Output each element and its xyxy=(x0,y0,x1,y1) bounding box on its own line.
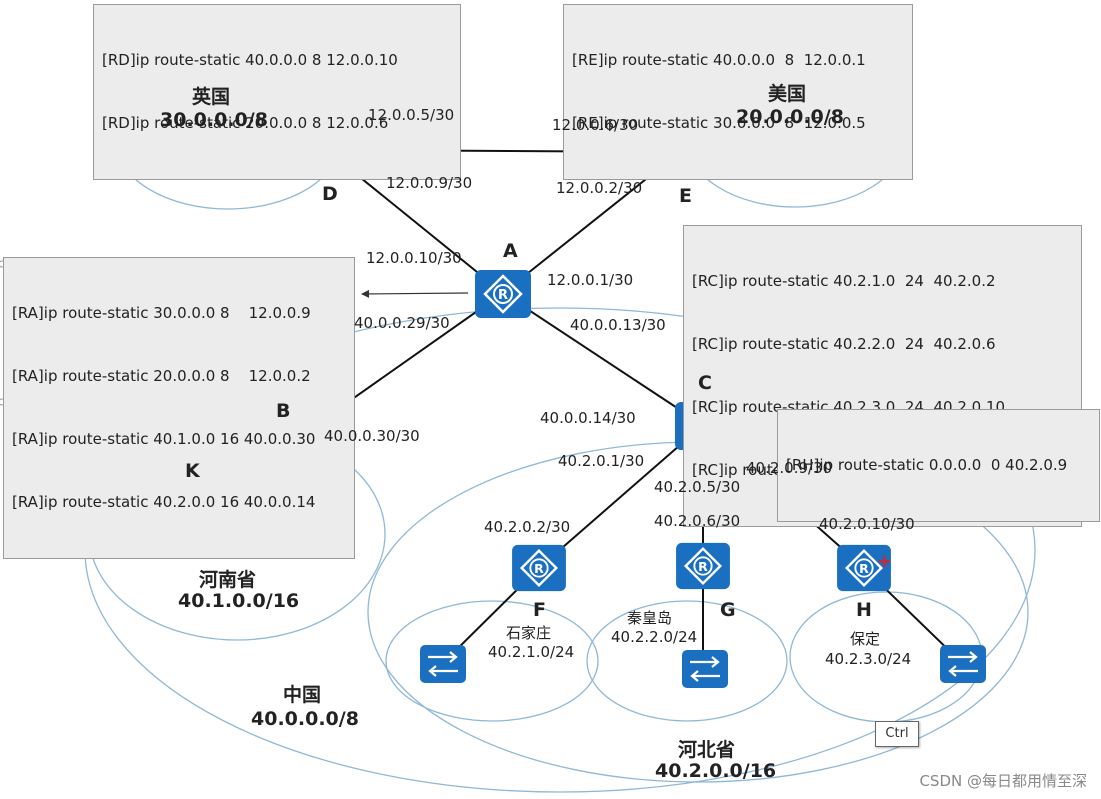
config-line: [RE]ip route-static 40.0.0.0 8 12.0.0.1 xyxy=(572,51,866,69)
node-label-k: K xyxy=(185,460,200,482)
link-label: 40.2.0.6/30 xyxy=(654,512,741,530)
config-line: [RC]ip route-static 40.2.1.0 24 40.2.0.2 xyxy=(692,272,996,290)
router-f-icon[interactable]: R xyxy=(509,543,569,593)
config-line: [RA]ip route-static 30.0.0.0 8 12.0.0.9 xyxy=(12,304,311,322)
node-label-f: F xyxy=(533,599,546,621)
switch-glyph xyxy=(940,645,986,683)
link-label: 12.0.0.9/30 xyxy=(386,174,473,192)
config-line: [RH]ip route-static 0.0.0.0 0 40.2.0.9 xyxy=(786,456,1068,474)
region-sjz-net: 40.2.1.0/24 xyxy=(488,643,575,661)
link-label: 40.2.0.9/30 xyxy=(746,459,833,477)
link-label: 12.0.0.5/30 xyxy=(368,106,455,124)
region-qhd-ellipse xyxy=(586,600,788,722)
config-line: [RC]ip route-static 40.2.2.0 24 40.2.0.6 xyxy=(692,335,996,353)
link-label: 40.2.0.1/30 xyxy=(558,452,645,470)
config-line: [RA]ip route-static 20.0.0.0 8 12.0.0.2 xyxy=(12,367,311,385)
router-glyph: R xyxy=(512,544,566,592)
node-label-b: B xyxy=(276,400,291,422)
region-bd-net: 40.2.3.0/24 xyxy=(825,650,912,668)
region-china-name: 中国 xyxy=(283,684,322,706)
link-label: 40.0.0.30/30 xyxy=(324,427,420,445)
link-label: 40.2.0.2/30 xyxy=(484,518,571,536)
router-glyph: R xyxy=(475,270,531,318)
node-label-e: E xyxy=(679,185,692,207)
region-us-net: 20.0.0.0/8 xyxy=(736,106,844,128)
region-uk-name: 英国 xyxy=(192,86,231,108)
config-line: [RD]ip route-static 20.0.0.0 8 12.0.0.6 xyxy=(102,114,389,132)
config-line: [RD]ip route-static 40.0.0.0 8 12.0.0.10 xyxy=(102,51,398,69)
region-hebei-net: 40.2.0.0/16 xyxy=(655,760,777,782)
svg-text:R: R xyxy=(859,561,869,576)
config-line: [RA]ip route-static 40.2.0.0 16 40.0.0.1… xyxy=(12,493,316,511)
region-qhd-net: 40.2.2.0/24 xyxy=(611,628,698,646)
svg-text:R: R xyxy=(534,561,544,576)
router-h-icon[interactable]: R+ xyxy=(834,543,894,593)
region-henan-net: 40.1.0.0/16 xyxy=(178,590,300,612)
node-label-a: A xyxy=(503,240,518,262)
switch-glyph xyxy=(420,645,466,683)
ctrl-popup-button[interactable]: Ctrl xyxy=(875,721,919,747)
cursor-mark-icon: + xyxy=(876,551,892,572)
region-qhd-name: 秦皇岛 xyxy=(627,609,673,627)
node-label-d: D xyxy=(322,183,338,205)
link-a-c xyxy=(502,292,704,426)
region-bd-name: 保定 xyxy=(850,630,881,648)
config-line: [RE]ip route-static 30.0.0.0 8 12.0.0.5 xyxy=(572,114,866,132)
config-box-rh: [RH]ip route-static 0.0.0.0 0 40.2.0.9 xyxy=(777,409,1100,522)
region-china-net: 40.0.0.0/8 xyxy=(251,708,359,730)
arrow-ra xyxy=(361,289,469,298)
config-line: [RA]ip route-static 40.1.0.0 16 40.0.0.3… xyxy=(12,430,316,448)
link-c-f xyxy=(538,424,704,569)
region-henan-name: 河南省 xyxy=(199,569,257,591)
config-box-rd: [RD]ip route-static 40.0.0.0 8 12.0.0.10… xyxy=(93,4,461,180)
svg-text:R: R xyxy=(498,288,508,303)
link-label: 12.0.0.10/30 xyxy=(366,249,462,267)
svg-text:R: R xyxy=(698,559,708,574)
router-glyph: R xyxy=(676,542,730,590)
region-us-name: 美国 xyxy=(768,83,807,105)
switch-glyph xyxy=(682,650,728,688)
link-label: 40.0.0.14/30 xyxy=(540,409,636,427)
link-label: 12.0.0.1/30 xyxy=(547,271,634,289)
link-label: 40.2.0.10/30 xyxy=(819,515,915,533)
region-hebei-name: 河北省 xyxy=(678,739,736,761)
region-sjz-name: 石家庄 xyxy=(506,624,552,642)
switch-bd-icon[interactable] xyxy=(938,643,988,685)
node-label-c: C xyxy=(698,372,712,394)
router-a-icon[interactable]: R xyxy=(473,268,533,320)
router-glyph: R xyxy=(837,544,891,592)
region-uk-net: 30.0.0.0/8 xyxy=(160,109,268,131)
link-label: 12.0.0.2/30 xyxy=(556,179,643,197)
link-label: 40.0.0.29/30 xyxy=(354,314,450,332)
router-g-icon[interactable]: R xyxy=(673,541,733,591)
switch-sjz-icon[interactable] xyxy=(418,643,468,685)
region-sjz-ellipse xyxy=(385,600,599,722)
node-label-h: H xyxy=(856,599,872,621)
node-label-g: G xyxy=(720,599,736,621)
link-label: 40.2.0.5/30 xyxy=(654,478,741,496)
watermark: CSDN @每日都用情至深 xyxy=(919,772,1087,790)
link-label: 12.0.0.6/30 xyxy=(552,116,639,134)
link-label: 40.0.0.13/30 xyxy=(570,316,666,334)
switch-qhd-icon[interactable] xyxy=(680,648,730,690)
config-box-ra: [RA]ip route-static 30.0.0.0 8 12.0.0.9 … xyxy=(3,257,355,559)
config-box-re: [RE]ip route-static 40.0.0.0 8 12.0.0.1 … xyxy=(563,4,913,180)
